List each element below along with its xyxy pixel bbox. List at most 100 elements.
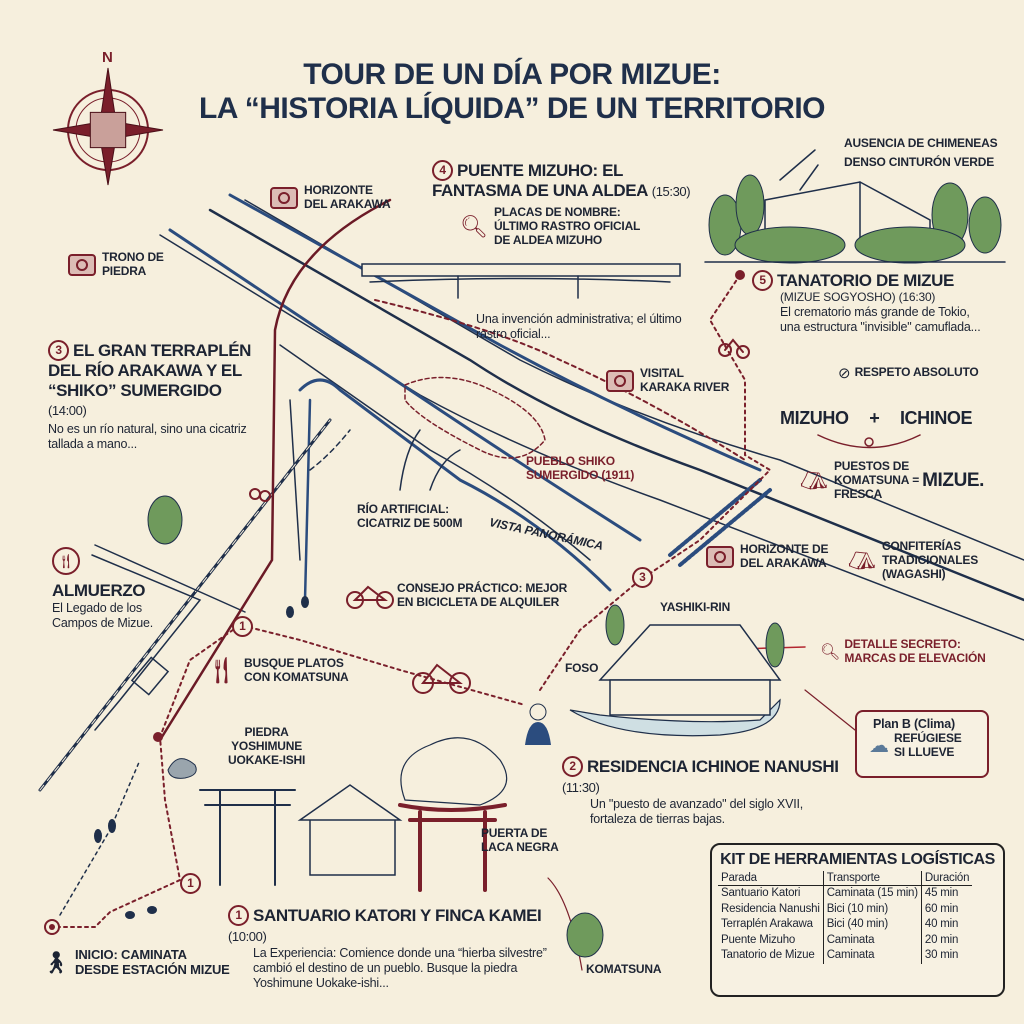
compass-north-label: N (102, 49, 113, 66)
photo-spot-trono[interactable]: TRONO DE PIEDRA (68, 250, 164, 279)
stop-description: No es un río natural, sino una cicatriz … (48, 421, 247, 451)
cell: Bici (40 min) (822, 917, 922, 933)
tree (605, 604, 625, 646)
cell: Santuario Katori (721, 887, 801, 899)
secret-detail: 🔍︎ DETALLE SECRETO: MARCAS DE ELEVACIÓN (820, 637, 986, 666)
logistics-kit: KIT DE HERRAMIENTAS LOGÍSTICAS Parada Tr… (710, 843, 1005, 997)
label-green-belt: DENSO CINTURÓN VERDE (844, 155, 995, 169)
komatsuna-dishes-label: BUSQUE PLATOS CON KOMATSUNA (244, 655, 349, 684)
label-mizue: MIZUE. (922, 469, 985, 491)
tree (765, 622, 785, 668)
start-point[interactable]: 🚶︎ INICIO: CAMINATA DESDE ESTACIÓN MIZUE (42, 947, 230, 978)
submerged-village-outline (404, 376, 546, 459)
moat-label: FOSO (565, 661, 599, 675)
nameplates-note: 🔍︎ PLACAS DE NOMBRE: ÚLTIMO RASTRO OFICI… (460, 205, 640, 247)
logistics-table: Parada Transporte Duración Santuario Kat… (718, 871, 973, 964)
cell: Puente Mizuho (721, 933, 796, 946)
bush (734, 226, 846, 264)
photo-spot-horizonte-bridge[interactable]: HORIZONTE DE DEL ARAKAWA (706, 542, 829, 571)
road (94, 544, 246, 613)
stop-number-badge: 1 (228, 905, 249, 926)
stop-number-badge: 2 (562, 756, 583, 777)
route-marker[interactable]: 1 (180, 873, 201, 894)
cell: 60 min (920, 901, 973, 918)
magnifier-icon: 🔍︎ (820, 643, 841, 661)
photo-spot-label: HORIZONTE DEL ARAKAWA (304, 183, 391, 211)
komatsuna-stalls: ⛺︎ PUESTOS DE KOMATSUNA FRESCA = MIZUE. (800, 459, 985, 501)
railway (39, 419, 331, 791)
prohibited-icon: ⊘ (838, 365, 851, 382)
practical-tip: CONSEJO PRÁCTICO: MEJOR EN BICICLETA DE … (397, 581, 568, 609)
person-icon (529, 703, 547, 721)
label-no-chimneys: AUSENCIA DE CHIMENEAS (844, 136, 998, 150)
equals-sign: = (912, 472, 920, 487)
gate-label: PUERTA DE LACA NEGRA (481, 826, 559, 854)
footprints-icon (94, 596, 309, 919)
cell: Caminata (822, 932, 922, 949)
label-mizuho: MIZUHO (780, 408, 849, 428)
route-dotted (374, 299, 746, 461)
route-marker[interactable]: 1 (232, 616, 253, 637)
stop-description: Un "puesto de avanzado" del siglo XVII, … (590, 796, 804, 826)
stop-number-badge: 3 (48, 340, 69, 361)
stop-description: La Experiencia: Comience donde una “hier… (253, 945, 547, 990)
cell: 30 min (920, 948, 973, 964)
camera-icon (68, 253, 96, 276)
stop-title: PUENTE MIZUHO: EL FANTASMA DE UNA ALDEA (432, 161, 648, 200)
photo-spot-horizonte[interactable]: HORIZONTE DEL ARAKAWA (270, 183, 391, 212)
river-line (228, 193, 762, 472)
shrine-tree (400, 737, 508, 806)
stop-title: EL GRAN TERRAPLÉN DEL RÍO ARAKAWA Y EL “… (48, 341, 252, 400)
title-line-2: LA “HISTORIA LÍQUIDA” DE UN TERRITORIO (198, 91, 826, 125)
stone-label: PIEDRA YOSHIMUNE UOKAKE-ISHI (228, 725, 306, 767)
magnifier-icon: 🔍︎ (460, 213, 488, 239)
stop-description: El crematorio más grande de Tokio, una e… (780, 304, 981, 334)
leader-line (804, 689, 856, 731)
cell: 45 min (920, 885, 973, 902)
river-line (244, 199, 1024, 561)
camera-icon (706, 545, 734, 568)
stalls-label: PUESTOS DE KOMATSUNA FRESCA (833, 459, 910, 501)
plan-b-text: REFÚGIESE SI LLUEVE (894, 731, 962, 759)
confectioneries: ⛺︎ CONFITERÍAS TRADICIONALES (WAGASHI) (848, 539, 979, 581)
arakawa-bridge (668, 478, 772, 567)
confectioneries-label: CONFITERÍAS TRADICIONALES (WAGASHI) (881, 539, 979, 581)
lunch-title: ALMUERZO (52, 581, 146, 600)
residence-moat (569, 698, 781, 737)
start-label: INICIO: CAMINATA DESDE ESTACIÓN MIZUE (74, 947, 230, 977)
route-point (153, 732, 163, 742)
river-line (298, 378, 612, 592)
stop-title: TANATORIO DE MIZUE (777, 271, 954, 290)
station (130, 656, 170, 696)
river-line (159, 234, 1024, 641)
table-header-row: Parada Transporte Duración (718, 871, 973, 886)
kit-title: KIT DE HERRAMIENTAS LOGÍSTICAS (720, 851, 995, 868)
komatsuna-dishes-tip: 🍴︎ BUSQUE PLATOS CON KOMATSUNA (205, 655, 349, 686)
photo-spot-visital[interactable]: VISITAL KARAKA RIVER (606, 366, 729, 395)
camera-icon (270, 186, 298, 209)
cell: Tanatorio de Mizue (721, 949, 815, 962)
plan-b-box: Plan B (Clima) ☁︎ REFÚGIESE SI LLUEVE (855, 710, 989, 778)
route-marker[interactable]: 3 (632, 567, 653, 588)
stop-4-description: Una invención administrativa; el último … (476, 312, 682, 341)
river-line (289, 399, 301, 561)
stop-title: SANTUARIO KATORI Y FINCA KAMEI (253, 906, 542, 925)
stop-time: (15:30) (651, 184, 691, 199)
cell: Residencia Nanushi (721, 902, 820, 915)
artificial-river-label: RÍO ARTIFICIAL: CICATRIZ DE 500M (357, 502, 463, 530)
black-lacquer-gate (398, 803, 507, 892)
photo-spot-label: TRONO DE PIEDRA (102, 250, 164, 278)
food-cart-icon: ⛺︎ (848, 547, 876, 573)
river-line (303, 398, 312, 602)
photo-spot-label: HORIZONTE DE DEL ARAKAWA (740, 542, 829, 570)
stop-subtitle: (MIZUE SOGYOSHO) (16:30) (780, 290, 936, 304)
route-dotted (539, 274, 772, 691)
